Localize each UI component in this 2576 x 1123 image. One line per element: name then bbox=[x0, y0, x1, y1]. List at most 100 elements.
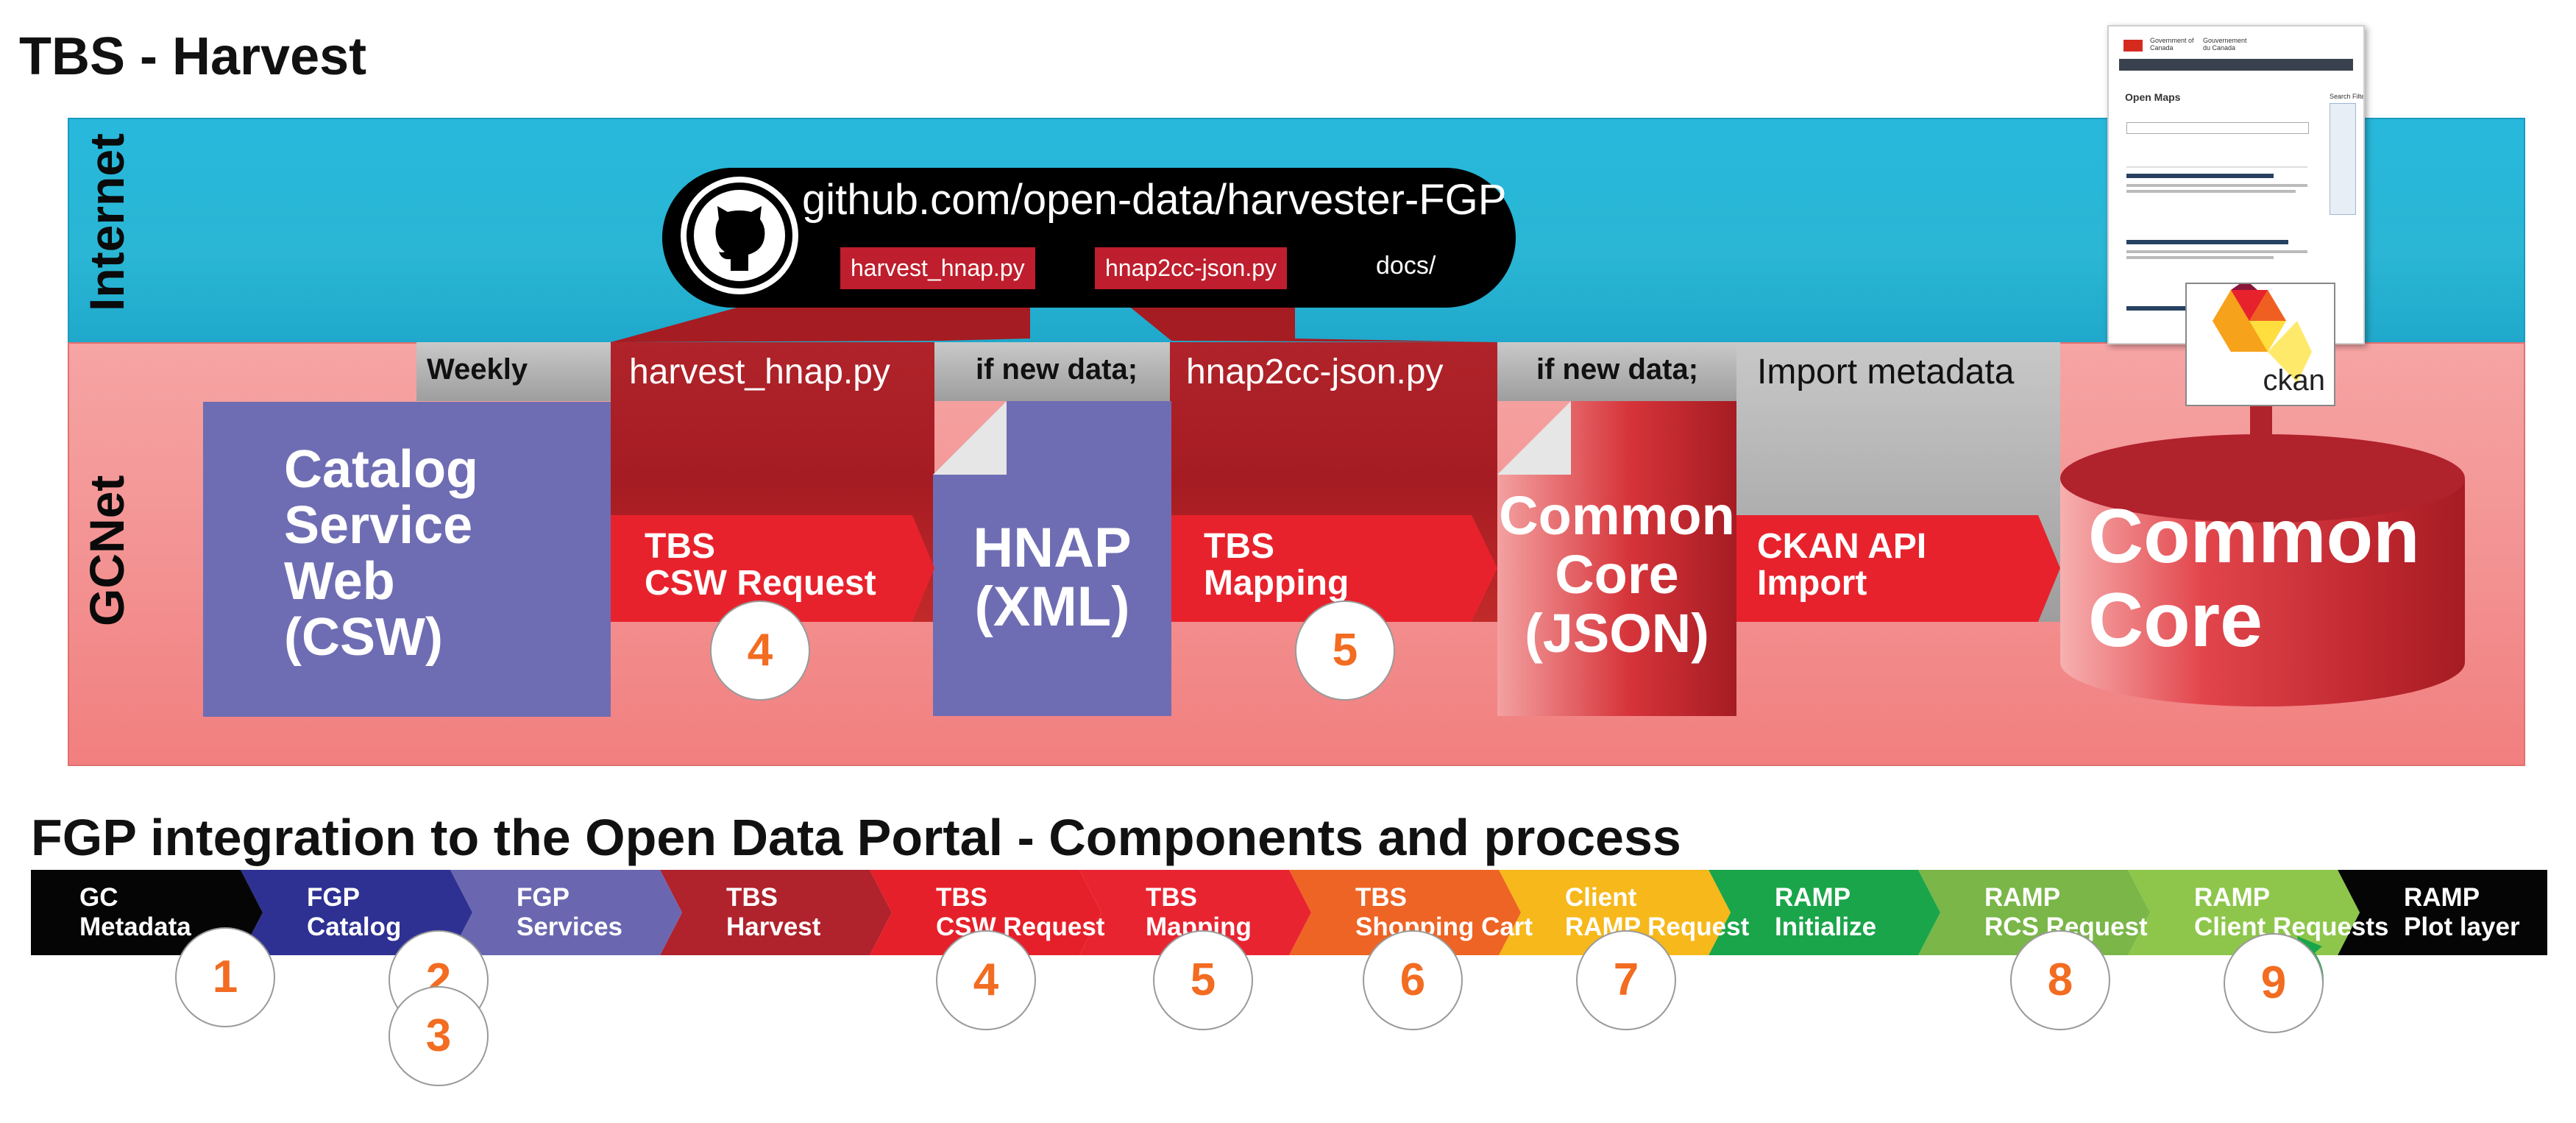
process-stage-9 bbox=[1709, 870, 1940, 955]
repo-folder-docs[interactable]: docs/ bbox=[1376, 252, 1436, 280]
document-icon bbox=[933, 401, 1171, 716]
ccj-line-2: Core bbox=[1555, 544, 1679, 605]
ckan-wordmark: ckan bbox=[2263, 364, 2326, 397]
common-core-db-label: Common Core bbox=[2088, 495, 2420, 662]
if-new-data-label-1: if new data; bbox=[976, 353, 1138, 386]
process-stage-3 bbox=[450, 870, 682, 955]
process-step-9-number: 9 bbox=[2224, 933, 2324, 1033]
common-core-json-document: Common Core (JSON) bbox=[1497, 401, 1736, 716]
mapping-line-2: Mapping bbox=[1204, 564, 1349, 603]
mapping-arrow-label: TBS Mapping bbox=[1204, 528, 1349, 603]
ckan-import-line-2: Import bbox=[1757, 564, 1867, 603]
ckan-import-arrow-label: CKAN API Import bbox=[1757, 528, 1926, 603]
portal-nav-bar bbox=[2119, 59, 2353, 71]
csw-line-3: Web bbox=[284, 552, 395, 611]
ckan-import-line-1: CKAN API bbox=[1757, 527, 1927, 566]
canada-flag-icon bbox=[2123, 40, 2143, 52]
portal-result-line bbox=[2126, 184, 2307, 187]
process-stage-6 bbox=[1079, 870, 1311, 955]
ccj-line-1: Common bbox=[1499, 485, 1735, 546]
process-subtitle: FGP integration to the Open Data Portal … bbox=[31, 809, 1681, 866]
repo-file-harvest[interactable]: harvest_hnap.py bbox=[840, 247, 1035, 289]
gov-en-wordmark: Government of Canada bbox=[2150, 37, 2194, 52]
mapping-script-label: hnap2cc-json.py bbox=[1186, 353, 1444, 392]
process-stage-7 bbox=[1289, 870, 1521, 955]
process-stage-11 bbox=[2128, 870, 2360, 955]
csw-line-2: Service bbox=[284, 496, 473, 555]
gov-fr-wordmark: Gouvernement du Canada bbox=[2203, 37, 2247, 52]
if-new-data-column-2 bbox=[1497, 342, 1736, 401]
github-logo bbox=[681, 177, 798, 294]
portal-result-title bbox=[2126, 174, 2274, 178]
ccj-line-3: (JSON) bbox=[1525, 603, 1709, 664]
weekly-label: Weekly bbox=[427, 353, 528, 386]
process-stage-4 bbox=[660, 870, 892, 955]
repo-url[interactable]: github.com/open-data/harvester-FGP bbox=[802, 176, 1507, 224]
weekly-column bbox=[416, 342, 611, 401]
process-stage-12 bbox=[2338, 870, 2547, 955]
document-icon-red bbox=[1497, 401, 1736, 716]
ccdb-line-1: Common bbox=[2088, 494, 2420, 579]
process-step-5: 5 bbox=[1153, 930, 1253, 1030]
step-5-marker: 5 bbox=[1295, 601, 1395, 701]
portal-result-title bbox=[2126, 240, 2288, 244]
csw-block: Catalog Service Web (CSW) bbox=[203, 402, 611, 717]
csw-line-1: Catalog bbox=[284, 440, 479, 499]
process-step-6: 6 bbox=[1363, 930, 1463, 1030]
process-step-3: 3 bbox=[388, 986, 489, 1086]
ckan-hexagon-icon bbox=[2213, 284, 2312, 383]
step-4-marker: 4 bbox=[710, 601, 810, 701]
portal-divider bbox=[2126, 166, 2307, 168]
portal-search-box bbox=[2126, 122, 2309, 134]
portal-filters-heading: Search Filters bbox=[2330, 93, 2365, 100]
mapping-line-1: TBS bbox=[1204, 527, 1274, 566]
harvest-script-label: harvest_hnap.py bbox=[629, 353, 890, 392]
ckan-import-arrow bbox=[1736, 515, 2060, 622]
process-step-7: 7 bbox=[1576, 930, 1676, 1030]
csw-request-line-1: TBS bbox=[645, 527, 715, 566]
process-stage-5 bbox=[870, 870, 1101, 955]
process-step-9: 9 bbox=[2221, 930, 2324, 1033]
import-metadata-label: Import metadata bbox=[1757, 353, 2015, 392]
ckan-logo: ckan bbox=[2185, 283, 2335, 406]
process-step-8: 8 bbox=[2010, 930, 2110, 1030]
if-new-data-column-1 bbox=[934, 342, 1170, 401]
page-title: TBS - Harvest bbox=[19, 27, 367, 86]
process-stage-8 bbox=[1499, 870, 1731, 955]
csw-line-4: (CSW) bbox=[284, 608, 443, 667]
github-octocat-icon bbox=[686, 183, 792, 288]
portal-result-line bbox=[2126, 190, 2296, 193]
mapping-arrow bbox=[1171, 515, 1497, 622]
hnap-line-2: (XML) bbox=[974, 575, 1130, 638]
portal-result-line bbox=[2126, 256, 2274, 259]
portal-result-line bbox=[2126, 250, 2307, 253]
process-stage-10 bbox=[1918, 870, 2150, 955]
if-new-data-label-2: if new data; bbox=[1536, 353, 1699, 386]
process-strip bbox=[31, 870, 2547, 955]
process-step-1: 1 bbox=[175, 927, 275, 1027]
csw-request-arrow bbox=[611, 515, 934, 622]
portal-filter-panel bbox=[2330, 103, 2356, 215]
ccdb-line-2: Core bbox=[2088, 578, 2263, 663]
github-repo-banner[interactable] bbox=[662, 168, 1516, 308]
repo-file-mapping[interactable]: hnap2cc-json.py bbox=[1095, 247, 1288, 289]
hnap-document: HNAP (XML) bbox=[933, 401, 1171, 716]
hnap-line-1: HNAP bbox=[973, 517, 1132, 579]
csw-request-line-2: CSW Request bbox=[645, 564, 876, 603]
process-stage-2 bbox=[241, 870, 472, 955]
process-step-4: 4 bbox=[936, 930, 1036, 1030]
portal-heading: Open Maps bbox=[2125, 91, 2181, 103]
csw-request-arrow-label: TBS CSW Request bbox=[645, 528, 876, 603]
